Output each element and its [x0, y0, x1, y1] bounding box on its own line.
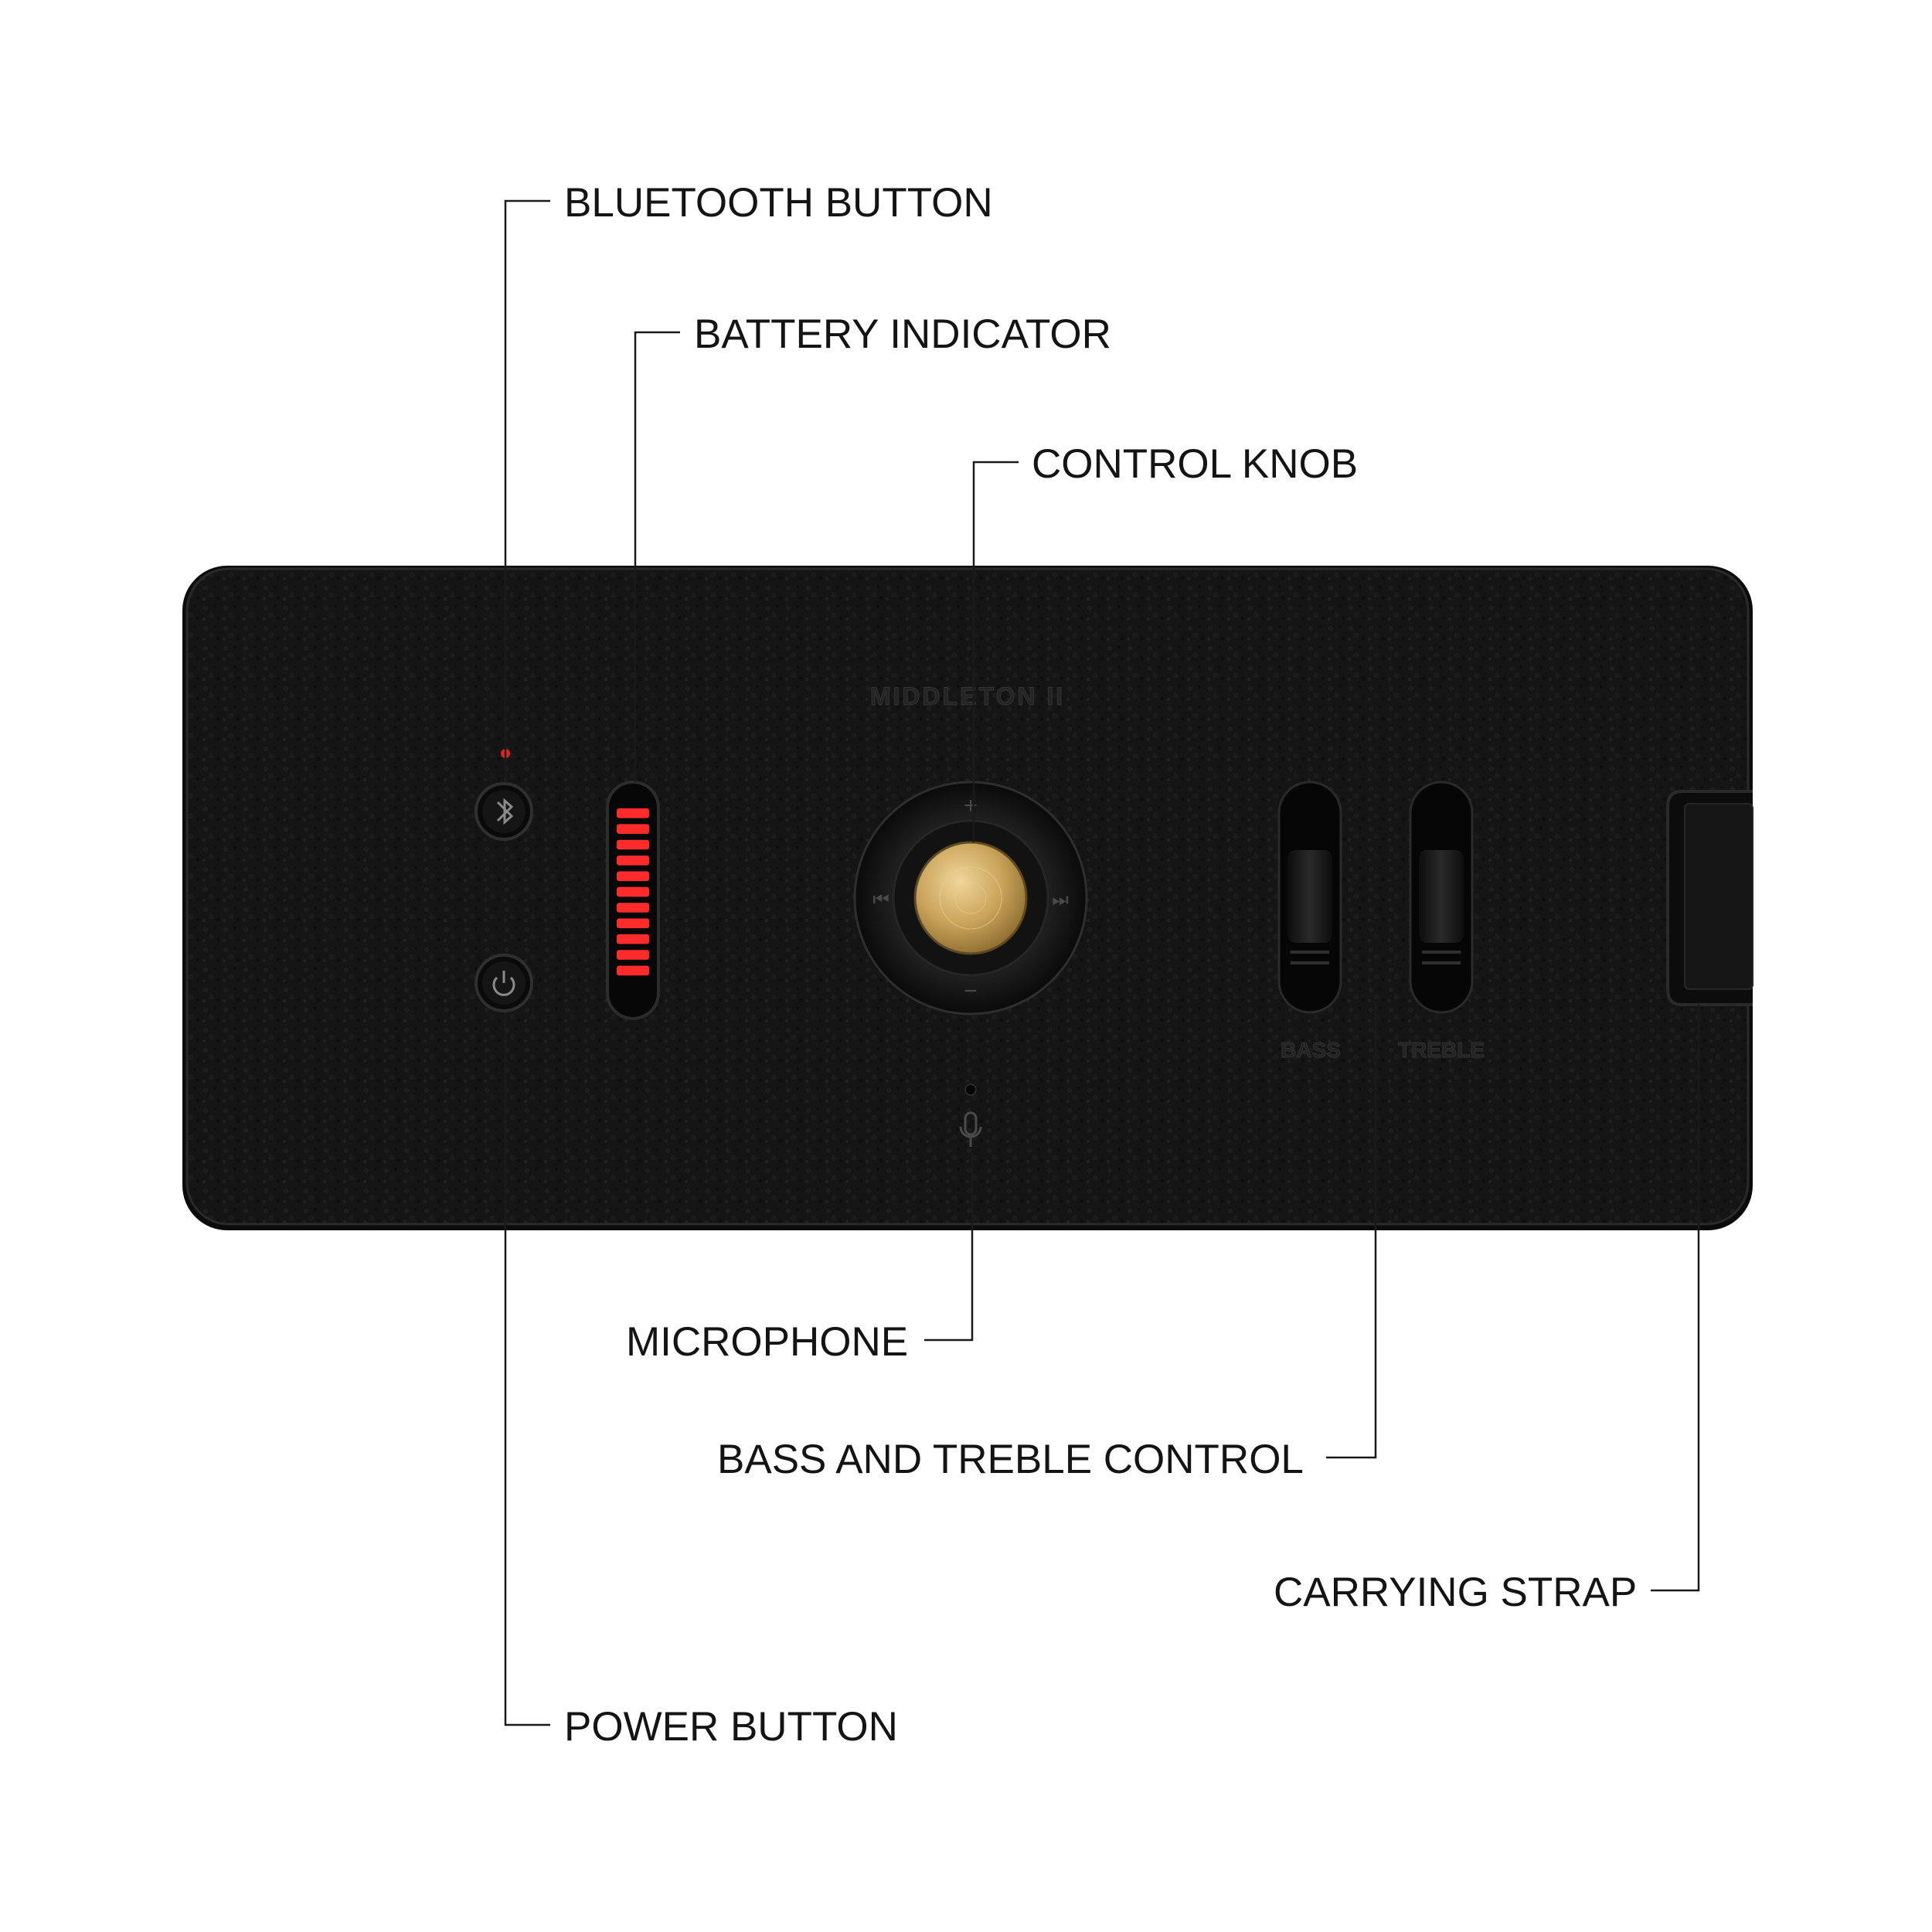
battery-segment [617, 871, 649, 882]
battery-segment [617, 886, 649, 897]
leader-knob [972, 461, 1019, 842]
microphone [959, 1083, 982, 1147]
bass-label: BASS [1281, 1038, 1341, 1062]
carrying-strap[interactable] [1666, 790, 1753, 1006]
callout-power-button: POWER BUTTON [564, 1704, 898, 1750]
battery-indicator [606, 781, 660, 1020]
callout-battery-indicator: BATTERY INDICATOR [694, 311, 1111, 357]
treble-slider-thumb[interactable] [1419, 850, 1464, 943]
volume-up-symbol: + [964, 793, 978, 818]
leader-power [504, 1012, 550, 1726]
power-button[interactable] [474, 954, 533, 1012]
control-knob-assembly: + − ⏮ ⏭ [853, 781, 1088, 1015]
microphone-icon [959, 1111, 982, 1147]
callout-control-knob: CONTROL KNOB [1032, 441, 1359, 487]
treble-slider[interactable] [1409, 781, 1474, 1014]
volume-down-symbol: − [964, 978, 978, 1004]
callout-bluetooth-button: BLUETOOTH BUTTON [564, 180, 993, 226]
battery-segment [617, 808, 649, 818]
power-icon [492, 971, 515, 996]
treble-label: TREBLE [1398, 1038, 1485, 1062]
battery-segment [617, 839, 649, 850]
control-knob[interactable] [913, 841, 1028, 955]
bass-slider[interactable] [1277, 781, 1342, 1014]
battery-segment [617, 918, 649, 929]
battery-segments [617, 808, 649, 976]
callout-carrying-strap: CARRYING STRAP [1274, 1570, 1638, 1615]
leader-bluetooth [504, 199, 550, 782]
bluetooth-icon [496, 798, 514, 825]
battery-segment [617, 903, 649, 913]
previous-track-icon: ⏮ [872, 889, 889, 910]
battery-segment [617, 934, 649, 944]
leader-battery [634, 331, 680, 782]
next-track-icon: ⏭ [1052, 889, 1069, 910]
model-label: MIDDLETON II [870, 682, 1065, 710]
battery-segment [617, 855, 649, 866]
callout-bass-treble-control: BASS AND TREBLE CONTROL [717, 1437, 1304, 1482]
bluetooth-button[interactable] [474, 782, 533, 841]
leader-bass-treble [1326, 1002, 1377, 1459]
leader-microphone [924, 1153, 974, 1342]
leader-strap [1651, 1005, 1700, 1592]
callout-microphone: MICROPHONE [626, 1319, 909, 1365]
battery-segment [617, 824, 649, 834]
bass-slider-thumb[interactable] [1287, 850, 1332, 943]
battery-segment [617, 950, 649, 960]
leader-lines [504, 199, 1700, 1726]
battery-segment [617, 965, 649, 976]
